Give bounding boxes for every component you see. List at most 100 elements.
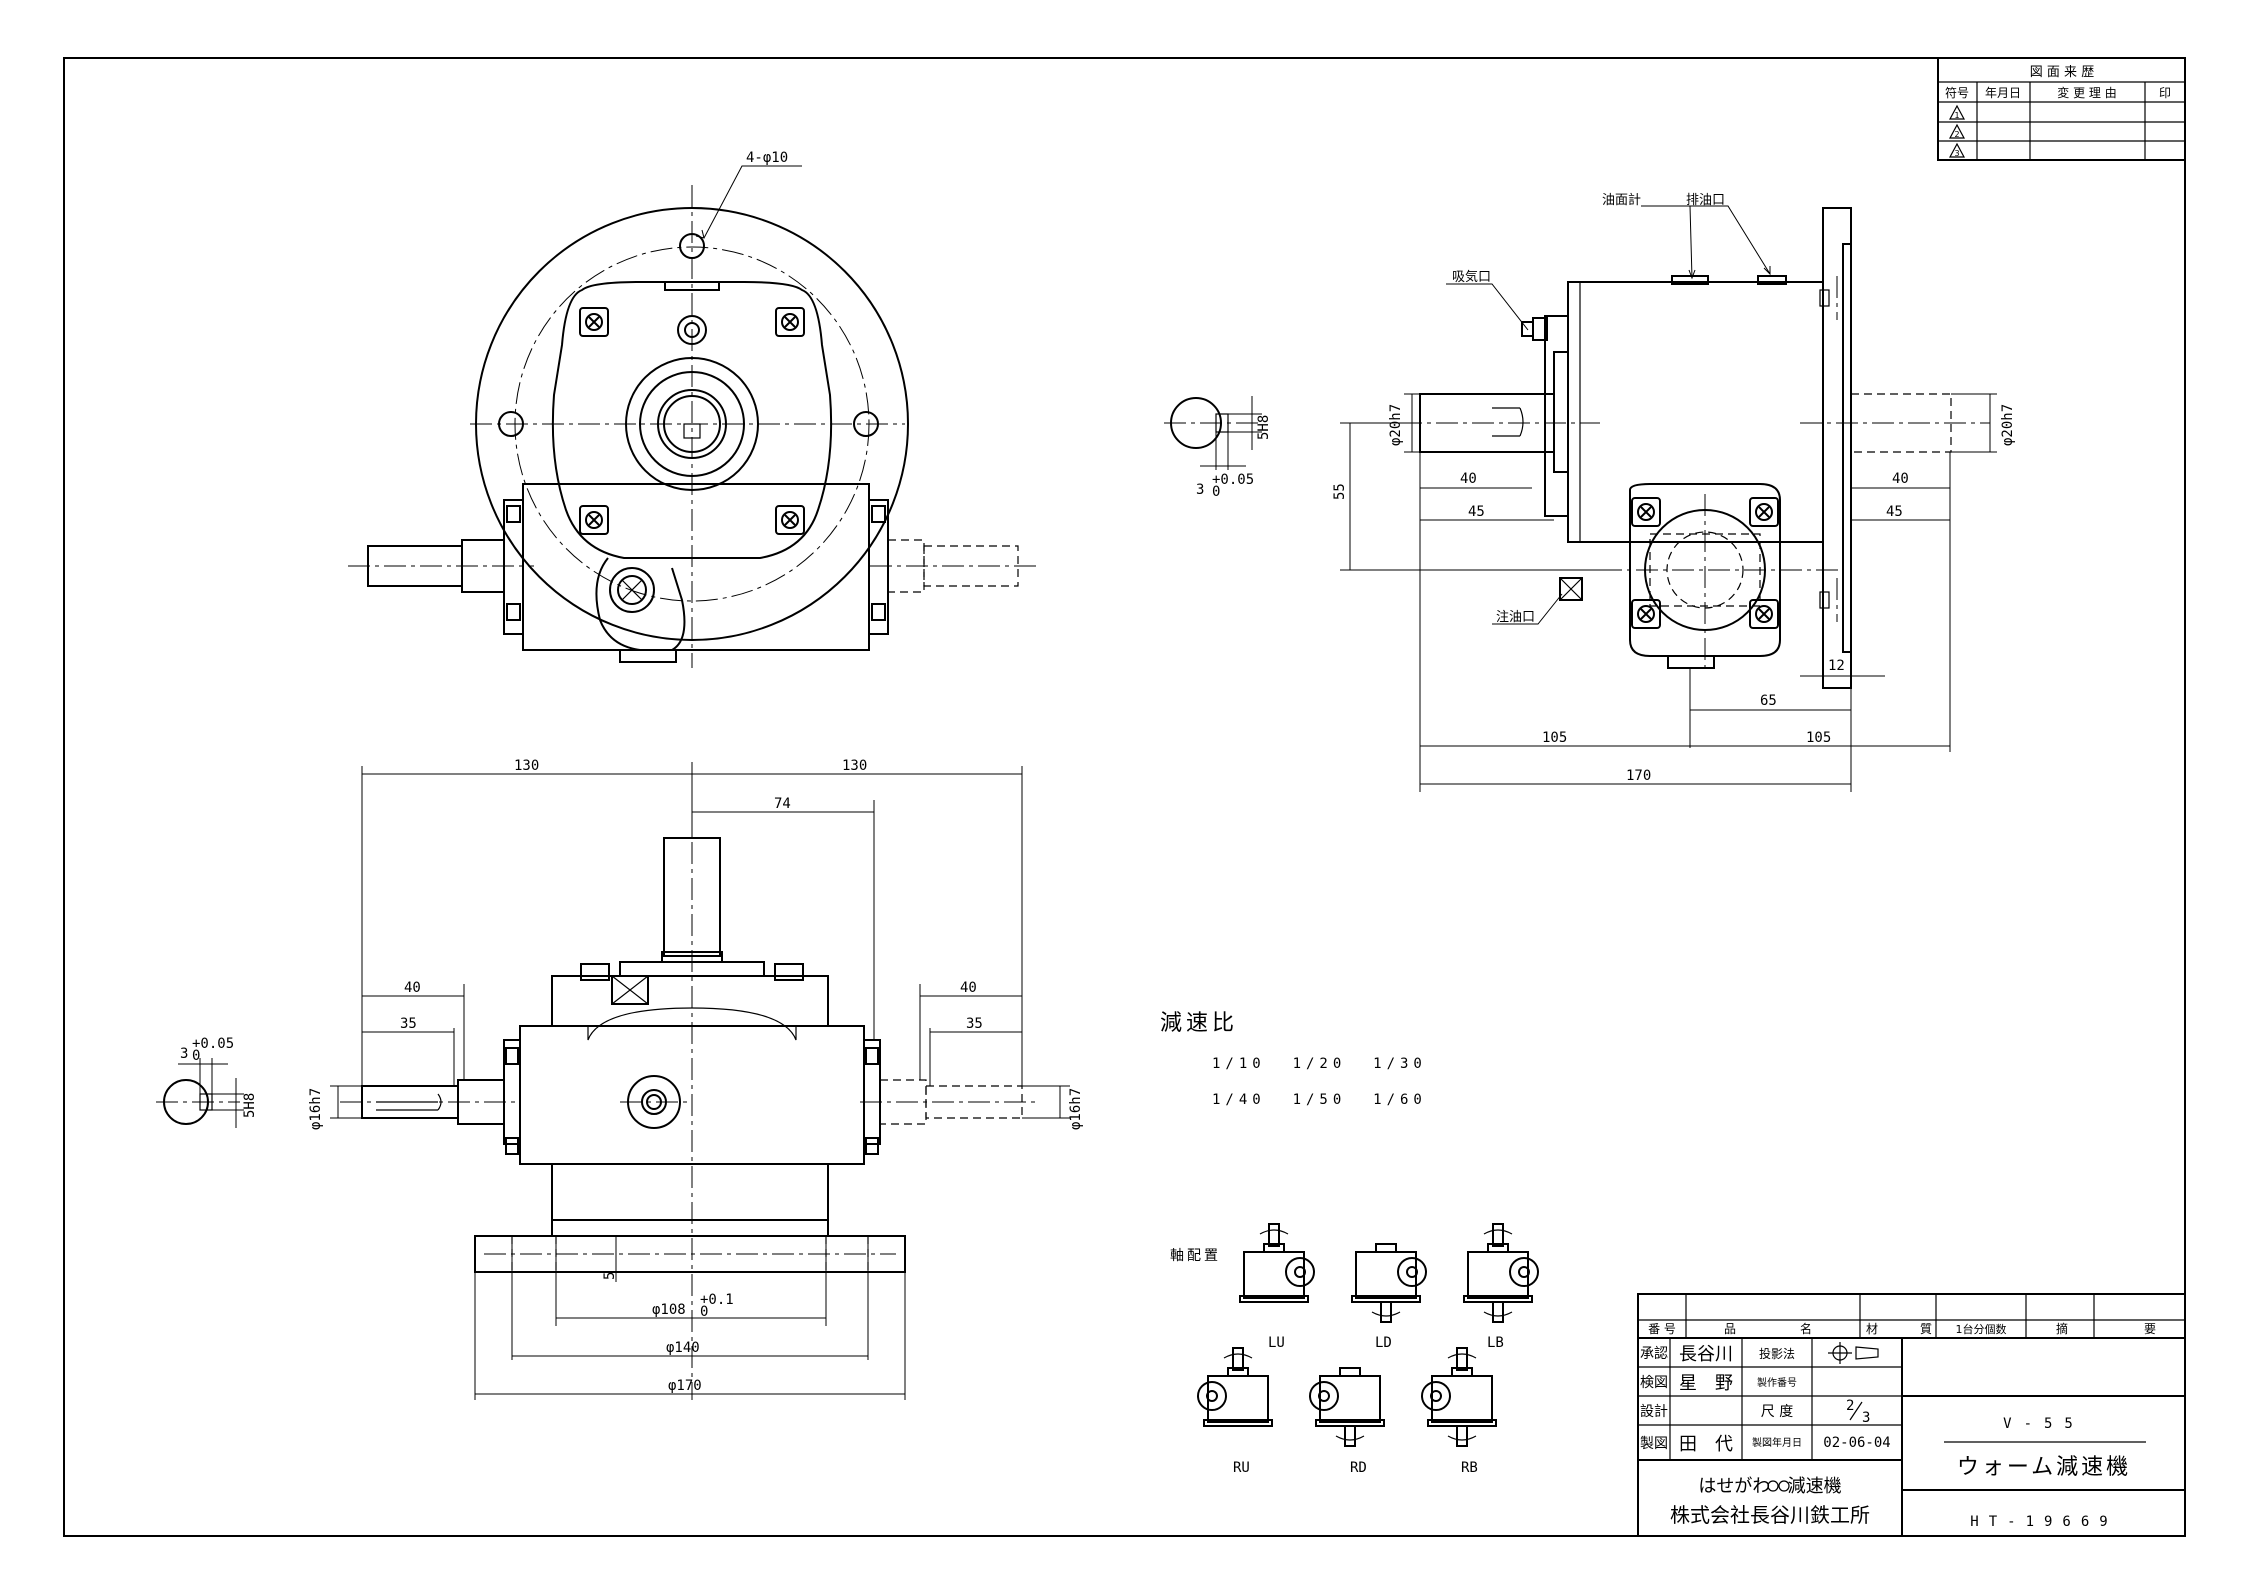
revision-header-date: 年月日 <box>1985 86 2021 100</box>
svg-text:3: 3 <box>1954 149 1959 158</box>
arr-label-ld: LD <box>1375 1335 1392 1351</box>
tb-company-line-1: はせがわ 減速機 <box>1698 1476 1841 1497</box>
revision-table: 図 面 来 歴 符号 年月日 変 更 理 由 印 1 2 3 <box>1937 57 2186 161</box>
top-view: 130 130 74 40 35 40 35 φ16h7 φ16h7 5 φ10… <box>156 758 1084 1400</box>
ratio-line-2: 1/40 1/50 1/60 <box>1212 1092 1427 1108</box>
arr-label-lu: LU <box>1268 1335 1285 1351</box>
arr-icon-ru <box>1197 1347 1273 1427</box>
tb-product-name: ウォーム減速機 <box>1957 1455 2131 1480</box>
svg-text:3: 3 <box>1196 482 1204 498</box>
tb-header-no: 番 号 <box>1648 1322 1676 1336</box>
front-hole-label: 4-φ10 <box>746 150 788 166</box>
svg-text:2: 2 <box>1846 1398 1854 1414</box>
dim-top-40-left: 40 <box>404 980 421 996</box>
tb-projection-label: 投影法 <box>1759 1346 1795 1361</box>
tb-header-shitsu: 質 <box>1920 1321 1932 1336</box>
arr-icon-ld <box>1351 1243 1427 1323</box>
tb-model: V-55 <box>2003 1416 2085 1432</box>
tb-scale-value: 2 3 <box>1846 1398 1870 1426</box>
dim-side-105-left: 105 <box>1542 730 1567 746</box>
dim-top-130-left: 130 <box>514 758 539 774</box>
title-block: 番 号 品 名 材 質 1台分個数 摘 要 承認 長谷川 検図 星 野 設計 製… <box>1637 1293 2186 1537</box>
dim-side-105-right: 105 <box>1806 730 1831 746</box>
arr-icon-rd <box>1309 1367 1385 1447</box>
arr-label-rd: RD <box>1350 1460 1367 1476</box>
shaft-arrangement: 軸配置 LU LD LB RU RD RB <box>1170 1223 1539 1476</box>
revision-header-reason: 変 更 理 由 <box>2057 85 2116 100</box>
dim-side-45-left: 45 <box>1468 504 1485 520</box>
dim-top-phi108-tol-upper: +0.1 <box>700 1292 734 1308</box>
dim-top-phi108: φ108 <box>652 1302 686 1318</box>
side-view: 油面計 排油口 吸気口 注油口 <box>1164 192 2016 792</box>
dim-top-5: 5 <box>602 1272 618 1280</box>
dim-side-12: 12 <box>1828 658 1845 674</box>
tb-approve-name: 長谷川 <box>1679 1344 1733 1365</box>
dim-top-phi108-tol-lower: 0 <box>700 1304 708 1320</box>
ratio-line-1: 1/10 1/20 1/30 <box>1212 1056 1427 1072</box>
tb-header-zai: 材 <box>1866 1322 1878 1336</box>
shaft-arrangement-title: 軸配置 <box>1170 1248 1221 1264</box>
svg-text:5H8: 5H8 <box>1256 415 1272 440</box>
label-breather: 吸気口 <box>1452 269 1491 285</box>
tb-header-teki: 摘 <box>2056 1321 2068 1336</box>
dim-side-40-right: 40 <box>1892 471 1909 487</box>
dim-top-phi170: φ170 <box>668 1378 702 1394</box>
arr-label-rb: RB <box>1461 1460 1478 1476</box>
revision-header-code: 符号 <box>1945 85 1969 100</box>
svg-text:+0.05: +0.05 <box>192 1036 234 1052</box>
key-section-top: 5H8 3 +0.05 0 <box>156 1036 258 1128</box>
dim-top-130-right: 130 <box>842 758 867 774</box>
company-logo-icon <box>1767 1480 1790 1492</box>
label-drain: 排油口 <box>1686 193 1725 208</box>
arr-icon-rb <box>1421 1347 1497 1447</box>
dim-side-55: 55 <box>1332 483 1348 500</box>
tb-date-label: 製図年月日 <box>1752 1436 1802 1449</box>
tb-header-hin: 品 <box>1724 1322 1736 1336</box>
dim-top-74: 74 <box>774 796 791 812</box>
dim-side-phi20-right: φ20h7 <box>2000 404 2016 446</box>
key-section-side: 5H8 3 +0.05 0 <box>1164 396 1272 500</box>
tb-design-label: 設計 <box>1640 1404 1668 1420</box>
tb-mfg-no-label: 製作番号 <box>1757 1376 1797 1389</box>
revision-header-seal: 印 <box>2159 86 2171 100</box>
projection-symbol-icon <box>1828 1342 1879 1364</box>
svg-text:3: 3 <box>1862 1410 1870 1426</box>
label-filler: 注油口 <box>1496 610 1535 625</box>
svg-text:5H8: 5H8 <box>242 1093 258 1118</box>
ratio-title: 減速比 <box>1160 1011 1238 1036</box>
dim-top-phi140: φ140 <box>666 1340 700 1356</box>
dim-side-170: 170 <box>1626 768 1651 784</box>
arr-icon-lb <box>1463 1223 1539 1323</box>
tb-date: 02-06-04 <box>1823 1435 1890 1451</box>
dim-top-phi16-right: φ16h7 <box>1068 1088 1084 1130</box>
dim-top-35-right: 35 <box>966 1016 983 1032</box>
reduction-ratio: 減速比 1/10 1/20 1/30 1/40 1/50 1/60 <box>1160 1011 1427 1108</box>
tb-company-line-2: 株式会社長谷川鉄工所 <box>1670 1503 1870 1527</box>
tb-header-qty: 1台分個数 <box>1956 1322 2007 1336</box>
tb-header-mei: 名 <box>1800 1321 1812 1336</box>
sheet-border <box>63 57 2186 1537</box>
front-view: 4-φ10 <box>348 150 1040 668</box>
svg-text:2: 2 <box>1954 130 1959 139</box>
revision-mark-1: 1 <box>1948 104 1966 120</box>
revision-title: 図 面 来 歴 <box>2030 65 2094 80</box>
tb-scale-label: 尺 度 <box>1761 1404 1793 1420</box>
dim-side-40-left: 40 <box>1460 471 1477 487</box>
dim-top-35-left: 35 <box>400 1016 417 1032</box>
svg-text:0: 0 <box>192 1048 200 1064</box>
dim-side-phi20-left: φ20h7 <box>1388 404 1404 446</box>
tb-check-name: 星 野 <box>1679 1373 1733 1394</box>
tb-draw-name: 田 代 <box>1679 1434 1733 1455</box>
arr-label-ru: RU <box>1233 1460 1250 1476</box>
svg-text:0: 0 <box>1212 484 1220 500</box>
tb-approve-label: 承認 <box>1640 1346 1668 1362</box>
tb-check-label: 検図 <box>1640 1375 1668 1391</box>
dim-top-40-right: 40 <box>960 980 977 996</box>
arr-icon-lu <box>1239 1223 1315 1303</box>
tb-header-yo: 要 <box>2144 1322 2156 1336</box>
revision-mark-3: 3 <box>1948 142 1966 158</box>
svg-text:+0.05: +0.05 <box>1212 472 1254 488</box>
dim-side-65: 65 <box>1760 693 1777 709</box>
label-level-gauge: 油面計 <box>1602 192 1641 208</box>
